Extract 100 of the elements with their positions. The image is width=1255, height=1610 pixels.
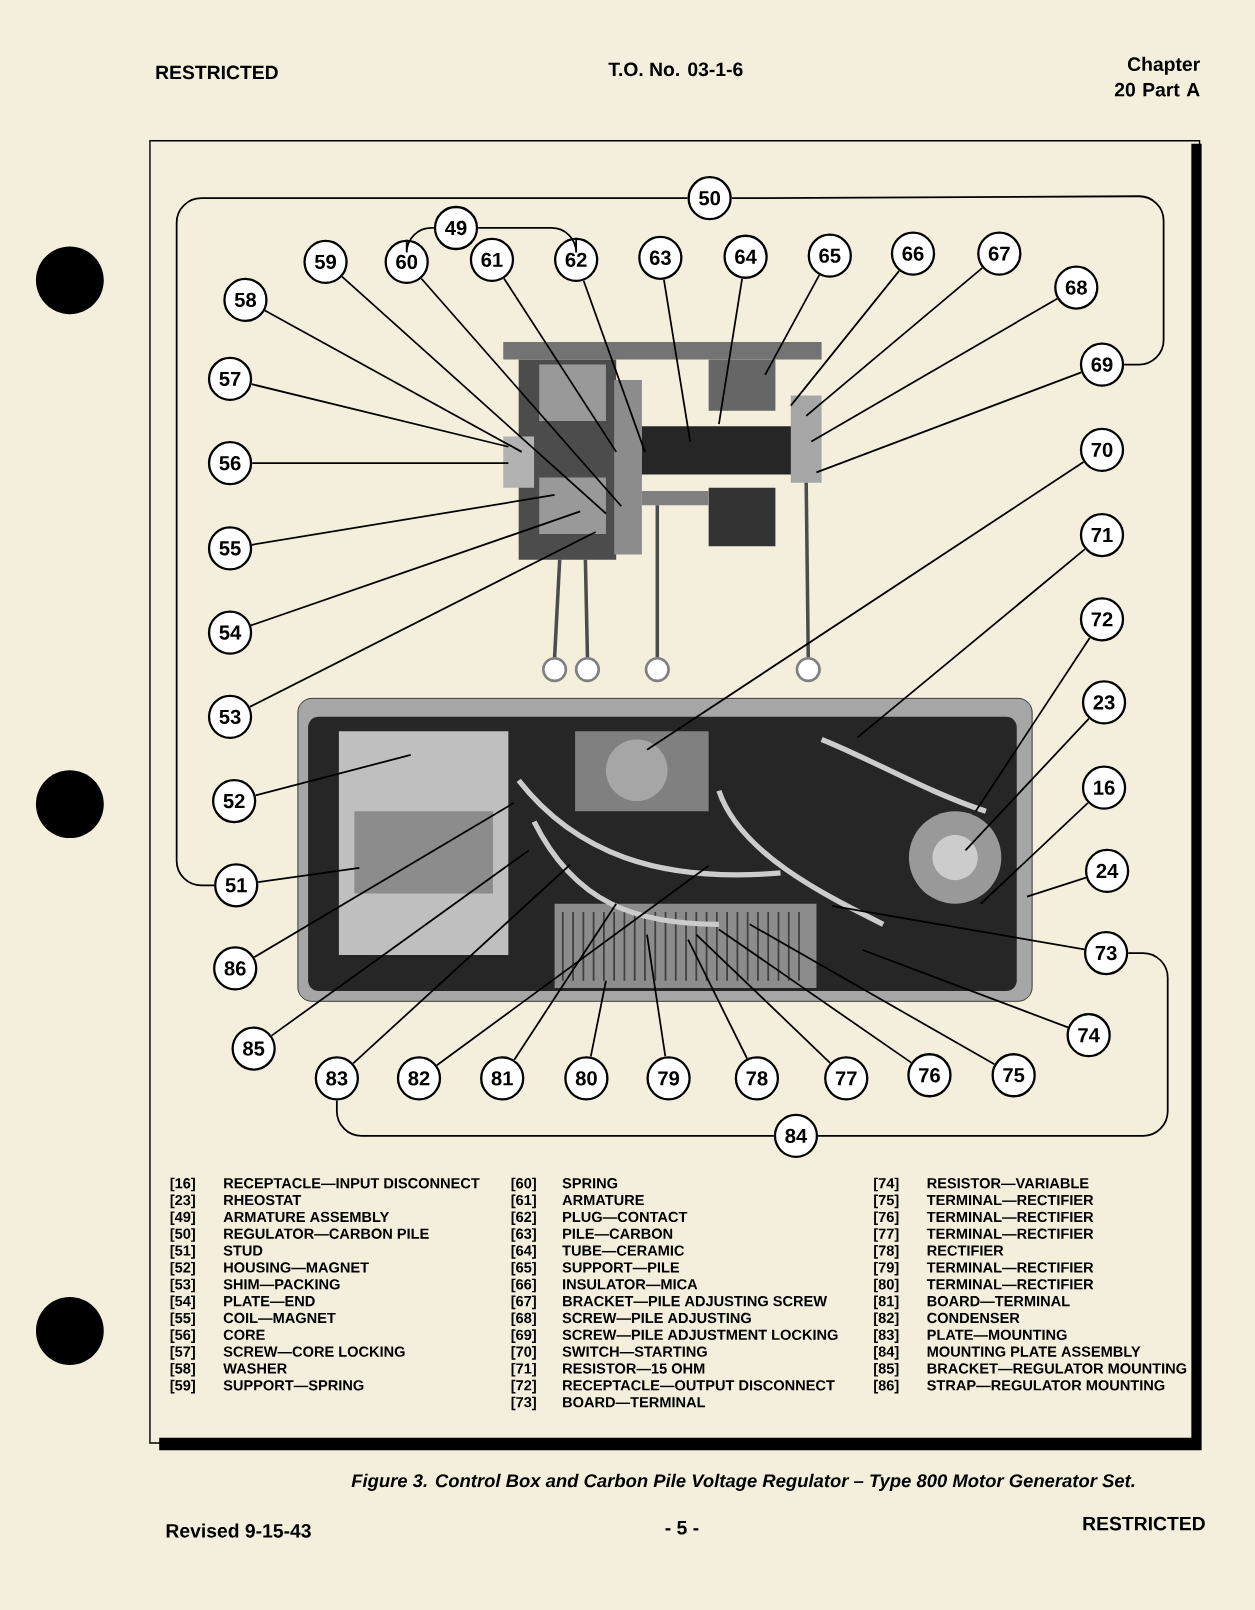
part-number: [53]	[170, 1278, 195, 1293]
callout-number: 59	[303, 239, 348, 285]
part-number: [77]	[874, 1228, 899, 1242]
leader-line	[764, 274, 821, 376]
part-name: SUPPORT—SPRING	[223, 1380, 364, 1391]
bracket-line	[730, 195, 1165, 366]
leader-line	[248, 531, 597, 708]
callout-number: 86	[213, 946, 258, 991]
callout-number: 64	[723, 234, 768, 279]
part-name: PLUG—CONTACT	[563, 1211, 688, 1223]
callout-number: 69	[1079, 342, 1125, 387]
bracket-line	[175, 197, 689, 887]
part-number: [63]	[511, 1228, 536, 1242]
leader-line	[646, 461, 1085, 751]
callout-number: 80	[564, 1056, 609, 1101]
part-number: [64]	[511, 1245, 536, 1259]
part-name: BOARD—TERMINAL	[927, 1296, 1070, 1307]
part-name: RESISTOR—VARIABLE	[927, 1178, 1089, 1189]
part-name: TERMINAL—RECTIFIER	[926, 1279, 1094, 1290]
part-name: SWITCH—STARTING	[562, 1346, 707, 1357]
part-name: BRACKET—PILE ADJUSTING SCREW	[563, 1296, 828, 1307]
leader-line	[748, 923, 996, 1066]
part-name: STUD	[223, 1245, 263, 1256]
leader-line	[861, 949, 1069, 1029]
footer-text: Revised 9-15-43	[166, 1523, 311, 1538]
leader-line	[352, 863, 571, 1065]
part-name: MOUNTING PLATE ASSEMBLY	[927, 1346, 1141, 1357]
part-number: [56]	[170, 1329, 195, 1343]
part-name: TERMINAL—RECTIFIER	[926, 1262, 1094, 1273]
figure-caption: Figure 3. Control Box and Carbon Pile Voltage Regulator – Type 800 Motor Generator Set.	[351, 1473, 1135, 1491]
leader-line	[257, 866, 361, 884]
callout-number: 66	[890, 231, 936, 276]
part-number: [80]	[874, 1278, 899, 1293]
leader-line	[250, 383, 510, 448]
leader-line	[251, 494, 556, 546]
part-number: [57]	[170, 1346, 195, 1360]
leader-line	[979, 802, 1089, 905]
bracket-line	[335, 1099, 775, 1137]
part-number: [78]	[874, 1245, 899, 1259]
part-name: PLATE—END	[224, 1296, 315, 1307]
part-number: [60]	[511, 1177, 536, 1192]
part-name: CORE	[223, 1329, 265, 1340]
part-name: SHIM—PACKING	[223, 1279, 340, 1290]
part-name: CONDENSER	[927, 1312, 1020, 1324]
part-number: [50]	[170, 1228, 195, 1242]
part-number: [76]	[874, 1211, 899, 1225]
callout-number: 81	[480, 1056, 525, 1101]
callout-number: 53	[207, 694, 253, 739]
part-name: RESISTOR—15 OHM	[563, 1363, 705, 1374]
part-number: [65]	[511, 1261, 536, 1276]
header-text: RESTRICTED	[156, 65, 278, 80]
callout-number: 77	[824, 1056, 869, 1101]
part-number: [70]	[511, 1346, 536, 1360]
leader-line	[810, 297, 1059, 443]
part-number: [23]	[170, 1194, 195, 1209]
leader-line	[831, 904, 1086, 951]
callout-number: 58	[223, 277, 268, 323]
part-number: [81]	[874, 1295, 899, 1310]
callout-number: 62	[554, 237, 599, 282]
leader-line	[270, 849, 530, 1037]
callout-number: 63	[638, 235, 683, 280]
part-number: [72]	[511, 1379, 536, 1394]
callout-number: 75	[991, 1053, 1036, 1098]
leader-line	[663, 278, 692, 443]
part-name: TERMINAL—RECTIFIER	[926, 1211, 1094, 1223]
leader-line	[513, 902, 618, 1061]
leader-line	[253, 802, 515, 958]
part-name: TUBE—CERAMIC	[562, 1245, 685, 1256]
part-name: BOARD—TERMINAL	[563, 1397, 706, 1408]
part-name: SCREW—CORE LOCKING	[223, 1346, 405, 1357]
callout-number: 72	[1079, 597, 1125, 642]
callout-number: 82	[396, 1056, 442, 1101]
part-name: ARMATURE	[562, 1195, 644, 1206]
callout-number: 24	[1084, 848, 1130, 894]
footer-text: RESTRICTED	[1083, 1516, 1205, 1531]
callout-number: 70	[1079, 427, 1125, 472]
leader-line	[805, 267, 984, 417]
leader-line	[503, 277, 618, 453]
callout-number: 56	[207, 441, 253, 486]
part-number: [51]	[170, 1245, 195, 1259]
callout-number: 16	[1081, 765, 1127, 810]
leader-line	[250, 510, 582, 627]
part-name: PLATE—MOUNTING	[927, 1329, 1067, 1340]
leader-line	[815, 371, 1083, 474]
part-name: SCREW—PILE ADJUSTMENT LOCKING	[562, 1329, 838, 1340]
part-name: BRACKET—REGULATOR MOUNTING	[927, 1363, 1187, 1374]
bracket-line	[405, 227, 435, 254]
part-name: RECTIFIER	[927, 1245, 1004, 1256]
callout-number: 68	[1054, 265, 1099, 310]
part-name: STRAP—REGULATOR MOUNTING	[927, 1380, 1165, 1391]
header-text: Chapter 20 Part A	[1114, 56, 1200, 97]
leader-line	[435, 864, 710, 1067]
part-number: [59]	[170, 1379, 195, 1394]
leader-line	[964, 717, 1090, 852]
callout-number: 50	[687, 176, 732, 221]
callout-number: 60	[384, 239, 429, 285]
part-name: TERMINAL—RECTIFIER	[926, 1194, 1094, 1206]
leader-line	[718, 928, 913, 1064]
callout-number: 54	[207, 610, 253, 655]
leader-line	[341, 275, 607, 515]
